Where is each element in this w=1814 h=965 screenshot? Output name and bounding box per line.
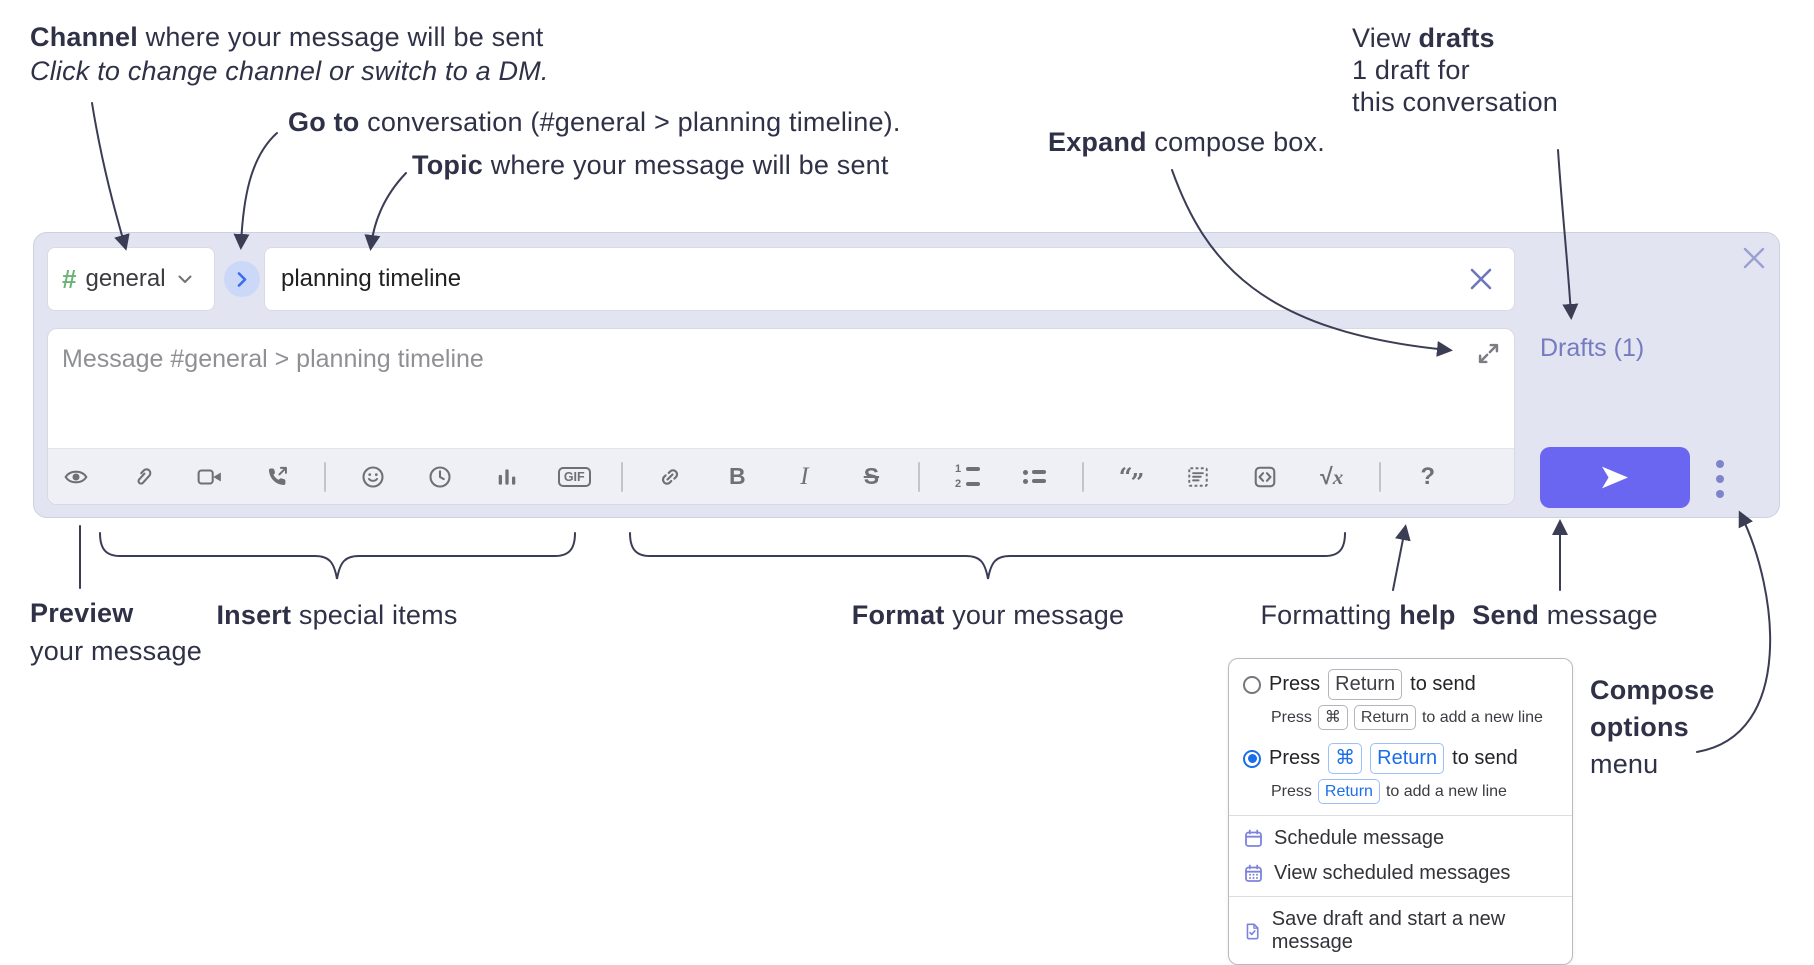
draft-file-icon — [1246, 923, 1259, 940]
radio-selected-icon[interactable] — [1243, 749, 1261, 768]
return-keycap: Return — [1328, 669, 1403, 700]
calendar-icon — [1245, 829, 1262, 848]
gif-icon[interactable]: GIF — [554, 457, 594, 497]
send-option-cmd-return[interactable]: Press ⌘ Return to send — [1243, 743, 1558, 775]
link-icon[interactable] — [650, 457, 690, 497]
annotation-insert: Insert special items — [216, 600, 458, 630]
toolbar-divider — [324, 461, 327, 492]
expand-compose-icon[interactable] — [1475, 340, 1502, 367]
quote-icon[interactable]: “” — [1118, 461, 1145, 497]
menu-item-view-scheduled[interactable]: View scheduled messages — [1243, 862, 1558, 885]
message-compose-area: Message #general > planning timeline — [47, 328, 1515, 505]
annotation-topic-rest: where your message will be sent — [483, 150, 889, 180]
italic-icon[interactable]: I — [800, 463, 809, 490]
menu-divider — [1229, 896, 1572, 898]
annotation-goto-rest: conversation (#general > planning timeli… — [359, 107, 901, 137]
toolbar-divider — [1378, 461, 1381, 492]
annotation-channel-rest: where your message will be sent — [137, 22, 544, 52]
message-input[interactable]: Message #general > planning timeline — [62, 345, 484, 373]
annotation-view-drafts: View drafts 1 draft for this conversatio… — [1352, 22, 1558, 118]
bulleted-list-icon[interactable] — [1015, 457, 1055, 497]
drafts-link[interactable]: Drafts (1) — [1540, 334, 1645, 362]
calendar-grid-icon — [1245, 864, 1262, 883]
pointer-goto — [233, 132, 278, 250]
chevron-right-icon — [237, 271, 247, 287]
schedule-time-icon[interactable] — [420, 457, 460, 497]
menu-item-schedule-message[interactable]: Schedule message — [1243, 827, 1558, 850]
compose-close-icon[interactable] — [1740, 244, 1768, 272]
brace-format — [629, 532, 1346, 580]
annotation-goto-bold: Go to — [288, 107, 360, 137]
bold-icon[interactable]: B — [729, 463, 746, 489]
annotation-channel-subtitle: Click to change channel or switch to a D… — [30, 56, 549, 86]
channel-name: general — [85, 265, 166, 292]
annotation-view-drafts-bold: drafts — [1418, 23, 1495, 53]
pointer-formatting-help — [1392, 524, 1411, 591]
annotation-channel-bold: Channel — [30, 22, 138, 52]
spoiler-icon[interactable] — [1178, 457, 1218, 497]
annotation-send: Send message — [1472, 600, 1658, 630]
compose-toolbar: GIF B I S 1 2 “” √x ? — [48, 448, 1514, 504]
cmd-keycap: ⌘ — [1328, 743, 1363, 775]
strikethrough-icon[interactable]: S — [863, 463, 880, 489]
numbered-list-icon[interactable]: 1 2 — [947, 457, 987, 497]
return-keycap: Return — [1317, 779, 1380, 805]
annotation-topic-bold: Topic — [412, 150, 483, 180]
send-option-return[interactable]: Press Return to send — [1243, 669, 1558, 700]
annotation-channel: Channel where your message will be sent — [30, 22, 544, 53]
emoji-icon[interactable] — [353, 457, 393, 497]
annotation-view-drafts-line1: View drafts — [1352, 22, 1558, 54]
return-keycap: Return — [1353, 705, 1416, 731]
radio-unselected-icon[interactable] — [1243, 675, 1261, 694]
topic-input[interactable] — [264, 247, 1515, 311]
toolbar-divider — [621, 461, 624, 492]
toolbar-divider — [1081, 461, 1084, 492]
brace-insert — [99, 532, 576, 580]
attach-file-icon[interactable] — [123, 457, 163, 497]
go-to-conversation-button[interactable] — [224, 261, 260, 297]
cmd-keycap: ⌘ — [1317, 705, 1348, 731]
poll-icon[interactable] — [487, 457, 527, 497]
annotation-preview: Preview — [30, 598, 134, 628]
send-button[interactable] — [1540, 447, 1690, 508]
formatting-help-icon[interactable]: ? — [1420, 462, 1436, 490]
channel-hash-icon: # — [62, 264, 77, 294]
video-call-icon[interactable] — [190, 457, 230, 497]
channel-selector[interactable]: # general — [47, 247, 215, 311]
annotation-goto: Go to conversation (#general > planning … — [288, 107, 901, 138]
annotation-compose-options: Compose options menu — [1590, 675, 1715, 779]
annotation-expand: Expand compose box. — [1048, 127, 1325, 158]
menu-item-save-draft[interactable]: Save draft and start a new message — [1243, 908, 1558, 954]
annotation-view-drafts-line2: 1 draft for — [1352, 55, 1470, 85]
annotation-expand-bold: Expand — [1048, 127, 1147, 157]
topic-clear-icon[interactable] — [1468, 266, 1494, 292]
chevron-down-icon — [178, 275, 192, 284]
code-icon[interactable] — [1245, 457, 1285, 497]
annotation-expand-rest: compose box. — [1146, 127, 1325, 157]
annotation-topic: Topic where your message will be sent — [412, 150, 889, 181]
send-icon — [1602, 466, 1628, 489]
toolbar-divider — [918, 461, 921, 492]
annotation-view-drafts-line3: this conversation — [1352, 87, 1559, 117]
compose-options-menu-button[interactable] — [1712, 456, 1728, 502]
math-icon[interactable]: √x — [1320, 463, 1344, 489]
annotation-formatting-help: Formatting help — [1260, 600, 1456, 630]
preview-icon[interactable] — [56, 457, 96, 497]
voice-call-icon[interactable] — [257, 457, 297, 497]
pointer-channel — [91, 102, 130, 251]
send-option-return-subtext: Press ⌘ Return to add a new line — [1271, 705, 1558, 731]
menu-divider — [1229, 815, 1572, 817]
send-option-cmd-return-subtext: Press Return to add a new line — [1271, 779, 1558, 805]
annotation-view-drafts-pre: View — [1352, 23, 1419, 53]
annotation-preview-line2: your message — [30, 636, 202, 666]
annotation-format: Format your message — [851, 600, 1125, 630]
return-keycap: Return — [1370, 743, 1445, 775]
compose-options-popup: Press Return to send Press ⌘ Return to a… — [1228, 658, 1573, 965]
